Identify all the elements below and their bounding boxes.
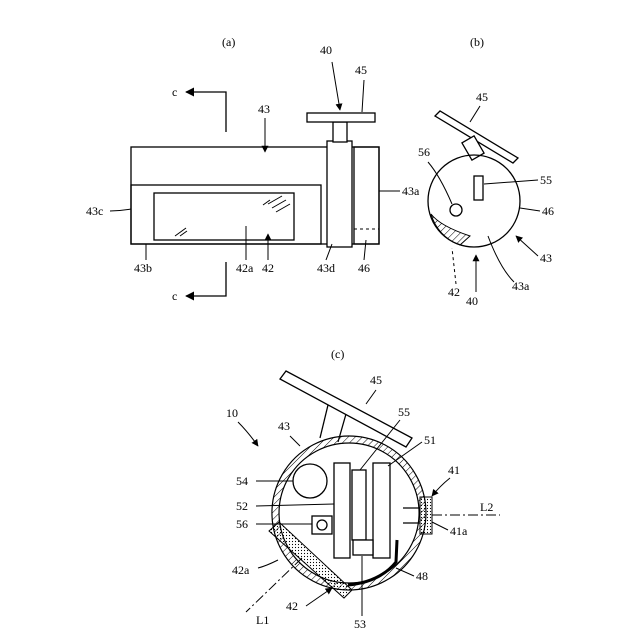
figure-b: (b) 45 56 55 46 43 42 40 43a xyxy=(418,35,554,308)
leader-42a xyxy=(258,560,278,568)
label-45: 45 xyxy=(476,90,488,104)
label-42: 42 xyxy=(286,599,298,613)
section-arrow-bottom xyxy=(186,262,226,296)
label-48: 48 xyxy=(416,569,428,583)
leader-43c xyxy=(110,209,131,211)
label-41: 41 xyxy=(448,463,460,477)
leader-43 xyxy=(516,236,538,256)
leader-40 xyxy=(332,62,340,110)
label-54: 54 xyxy=(236,474,248,488)
component-56 xyxy=(450,204,462,216)
label-40: 40 xyxy=(466,294,478,308)
label-43: 43 xyxy=(278,419,290,433)
panel-label-b: (b) xyxy=(470,35,484,49)
label-46: 46 xyxy=(358,261,370,275)
label-55: 55 xyxy=(398,405,410,419)
label-46: 46 xyxy=(542,204,554,218)
mount-plate-45 xyxy=(307,113,375,122)
label-L1: L1 xyxy=(256,613,269,627)
component-56-circle xyxy=(317,520,327,530)
label-41a: 41a xyxy=(450,524,468,538)
label-43a: 43a xyxy=(512,279,530,293)
lens-frame-43b xyxy=(131,185,321,244)
label-45: 45 xyxy=(355,63,367,77)
label-56: 56 xyxy=(418,145,430,159)
label-10: 10 xyxy=(226,406,238,420)
label-43a: 43a xyxy=(402,184,420,198)
label-42a: 42a xyxy=(236,261,254,275)
figure-c: (c) 45 10 43 xyxy=(226,347,500,631)
leader-45 xyxy=(362,80,364,112)
label-43d: 43d xyxy=(317,261,335,275)
leader-43 xyxy=(290,436,300,446)
leader-52 xyxy=(256,504,334,506)
panel-label-a: (a) xyxy=(222,35,235,49)
lens-cover-42 xyxy=(431,214,470,245)
label-42a: 42a xyxy=(232,563,250,577)
section-arrow-top xyxy=(186,92,226,132)
component-56 xyxy=(312,516,332,534)
component-54 xyxy=(293,464,327,498)
figure-a: (a) c c 40 45 xyxy=(86,35,420,303)
label-56: 56 xyxy=(236,517,248,531)
panel-label-c: (c) xyxy=(331,347,344,361)
leader-41a xyxy=(432,522,448,530)
leader-46 xyxy=(520,208,540,211)
label-52: 52 xyxy=(236,499,248,513)
label-43c: 43c xyxy=(86,204,103,218)
label-42: 42 xyxy=(262,261,274,275)
leader-45 xyxy=(366,390,376,404)
label-40: 40 xyxy=(320,43,332,57)
label-53: 53 xyxy=(354,617,366,631)
label-55: 55 xyxy=(540,173,552,187)
mount-ring-43d xyxy=(327,141,352,247)
leader-42 xyxy=(452,248,456,284)
leader-45 xyxy=(470,106,480,122)
leader-10 xyxy=(238,422,258,446)
leader-42 xyxy=(306,588,332,606)
board-55 xyxy=(352,470,366,540)
board-52 xyxy=(334,463,350,558)
board-51 xyxy=(373,463,390,558)
reflection-marks xyxy=(175,196,290,236)
mount-post xyxy=(333,122,347,142)
label-L2: L2 xyxy=(480,500,493,514)
label-51: 51 xyxy=(424,433,436,447)
label-43b: 43b xyxy=(134,261,152,275)
label-43: 43 xyxy=(258,102,270,116)
base-53 xyxy=(353,540,373,555)
component-55 xyxy=(474,176,483,200)
leader-46 xyxy=(364,240,366,260)
window-41 xyxy=(420,497,432,534)
label-45: 45 xyxy=(370,373,382,387)
mount-post-left xyxy=(320,405,328,438)
label-43: 43 xyxy=(540,251,552,265)
leader-41 xyxy=(432,478,450,496)
lens-cover-42 xyxy=(154,193,294,240)
label-42: 42 xyxy=(448,285,460,299)
label-c-bottom: c xyxy=(172,289,177,303)
label-c-top: c xyxy=(172,85,177,99)
leader-55 xyxy=(484,180,538,184)
